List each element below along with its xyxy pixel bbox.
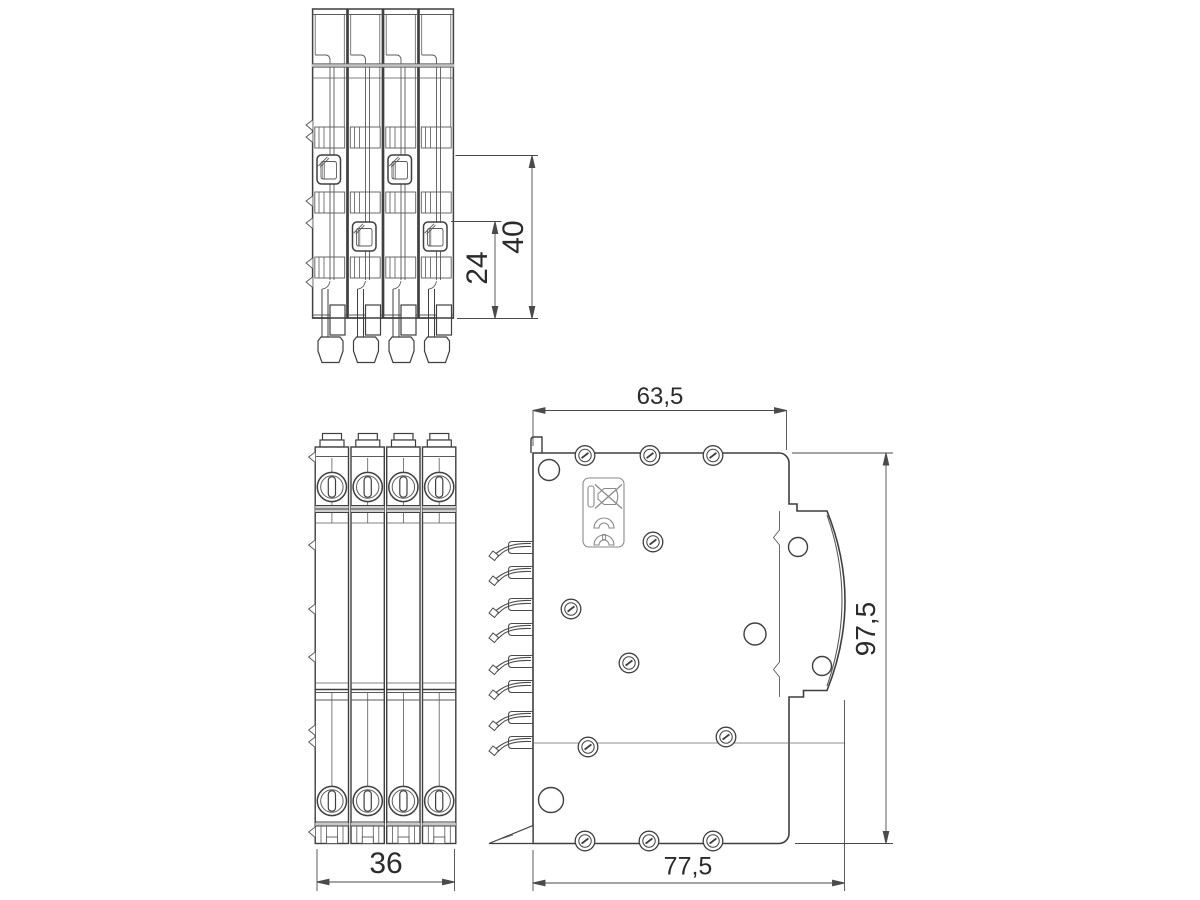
side-view-top-tab: [530, 436, 543, 453]
dim-label-63-5: 63,5: [636, 383, 684, 410]
dim-label-40: 40: [497, 220, 530, 254]
din-rail-hook-icon: [593, 517, 615, 529]
front-view: [308, 434, 456, 844]
top-view-cross-rib: [312, 63, 454, 68]
din-rail-release-icon: [593, 534, 615, 546]
top-view-side-clips: [305, 119, 314, 288]
top-view: [305, 8, 455, 364]
side-view: [488, 436, 846, 852]
slot-icon: [587, 485, 595, 508]
round-openings: [537, 458, 833, 814]
dim-label-36: 36: [369, 847, 403, 880]
side-view-body-outline: [532, 452, 846, 845]
din-clip-inner-curve: [826, 514, 843, 687]
dimension-lines: [316, 155, 893, 891]
dim-label-97-5: 97,5: [850, 601, 881, 657]
no-screwdriver-icon: [594, 484, 623, 509]
front-view-side-clips: [308, 451, 316, 838]
label-plate: [582, 477, 625, 548]
dim-label-77-5: 77,5: [663, 852, 713, 881]
side-view-foot-wedge: [488, 824, 534, 845]
terminal-hooks: [488, 540, 534, 757]
dim-label-24: 24: [461, 251, 494, 285]
din-clip-arm: [772, 511, 780, 697]
